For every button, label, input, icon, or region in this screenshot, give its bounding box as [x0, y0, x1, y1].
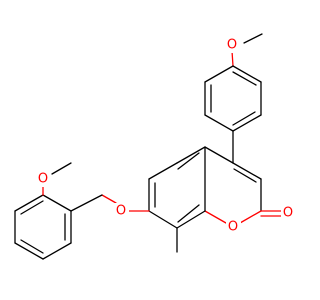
bond-o-top-ring	[231, 50, 234, 67]
top-methoxy-group	[231, 33, 263, 67]
bond	[42, 194, 72, 212]
double-bond-inner	[232, 71, 257, 86]
bond	[70, 194, 103, 212]
bond-o-ether-ch2	[101, 194, 117, 204]
bond	[204, 65, 234, 83]
pyranone-ring	[204, 146, 283, 224]
bond	[42, 242, 72, 260]
double-bond-inner	[177, 204, 200, 223]
bond-c2-o-ring	[239, 210, 262, 224]
bond-c4-c3	[232, 162, 262, 180]
bond	[232, 114, 262, 132]
bond	[176, 146, 206, 164]
double-bond-inner	[20, 200, 44, 215]
bond-c4a-c4	[204, 146, 234, 164]
double-bond-inner	[177, 152, 200, 170]
ether-linkage	[101, 194, 150, 212]
bond	[14, 242, 44, 260]
bond-methyl-o-top	[243, 33, 263, 44]
bond	[148, 210, 178, 229]
double-bond-c3-c4	[233, 168, 257, 183]
bond	[232, 65, 262, 83]
bond-o-left-methyl	[51, 162, 72, 175]
bond	[176, 210, 206, 229]
methoxyphenyl-ring	[204, 65, 262, 132]
methoxybenzyl-ring	[14, 194, 103, 260]
atom-label-oxygen: O	[227, 38, 237, 53]
atom-label-oxygen: O	[116, 204, 126, 219]
double-bond-inner	[20, 239, 44, 254]
atom-label-oxygen: O	[228, 220, 238, 235]
atom-label-oxygen: O	[283, 206, 293, 221]
atom-label-oxygen: O	[38, 172, 48, 187]
bond	[14, 194, 44, 212]
molecule-structure: O O O O O	[14, 33, 294, 260]
bond	[148, 162, 178, 180]
double-bond-inner	[232, 111, 256, 126]
bottom-methoxy-group	[42, 162, 72, 196]
benzo-ring	[148, 146, 206, 229]
bond	[204, 114, 234, 132]
bond-o-ring-c8a	[204, 210, 227, 224]
